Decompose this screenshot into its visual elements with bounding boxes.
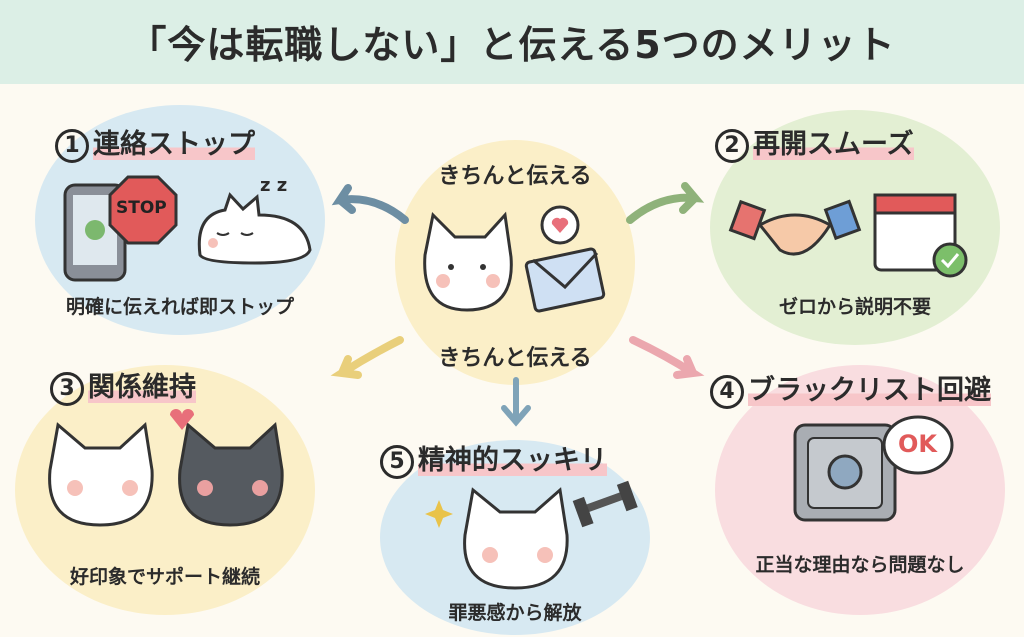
center-top-label: きちんと伝える [438, 164, 592, 189]
happy-cat-dumbbell-icon [425, 480, 638, 590]
cat-with-letter-icon [423, 205, 606, 313]
sleeping-cat-icon [197, 192, 312, 265]
page-title: 「今は転職しない」と伝える5つのメリット [128, 23, 896, 67]
arrow-to-1 [331, 184, 409, 224]
center-bottom-label: きちんと伝える [438, 346, 592, 371]
safe-icon [793, 423, 897, 522]
caption-5: 罪悪感から解放 [448, 602, 582, 624]
caption-2: ゼロから説明不要 [778, 296, 931, 318]
arrow-to-3 [330, 336, 404, 379]
caption-4: 正当な理由なら問題なし [755, 554, 965, 576]
title-band [0, 0, 1024, 84]
calendar-check-icon [873, 193, 968, 278]
caption-3: 好印象でサポート継続 [69, 566, 260, 588]
sleep-z: z z [260, 175, 288, 196]
ok-badge: OK [898, 430, 937, 458]
stop-sign-icon [108, 175, 178, 245]
arrow-to-4 [629, 336, 705, 379]
speech-bubble-icon [882, 415, 954, 475]
stop-sign-text: STOP [116, 198, 167, 218]
handshake-icon [728, 199, 862, 256]
two-cats-hugging-icon [48, 409, 284, 527]
arrow-to-5 [501, 377, 531, 427]
caption-1: 明確に伝えれば即ストップ [65, 296, 294, 318]
arrow-to-2 [626, 182, 705, 224]
